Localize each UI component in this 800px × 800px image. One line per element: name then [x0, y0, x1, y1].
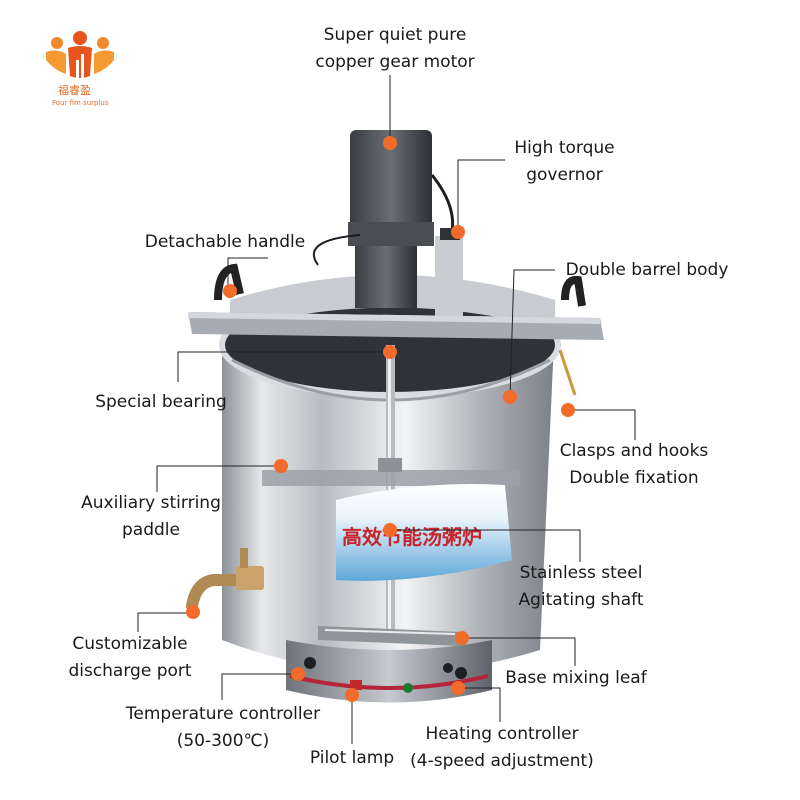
brand-logo	[46, 31, 114, 78]
label-handle: Detachable handle	[144, 232, 306, 252]
logo-brand-cn: 福睿盈	[58, 84, 91, 97]
label-bearing: Special bearing	[95, 392, 227, 412]
banner-text: 高效节能汤粥炉	[342, 525, 482, 549]
label-base-leaf: Base mixing leaf	[505, 668, 647, 688]
label-heating-controller: Heating controller(4-speed adjustment)	[410, 724, 594, 771]
label-body: Double barrel body	[565, 260, 729, 280]
label-pilot-lamp: Pilot lamp	[309, 748, 395, 768]
logo-brand-en: Four fim surplus	[52, 99, 109, 107]
label-temp-controller: Temperature controller(50-300℃)	[125, 704, 321, 751]
